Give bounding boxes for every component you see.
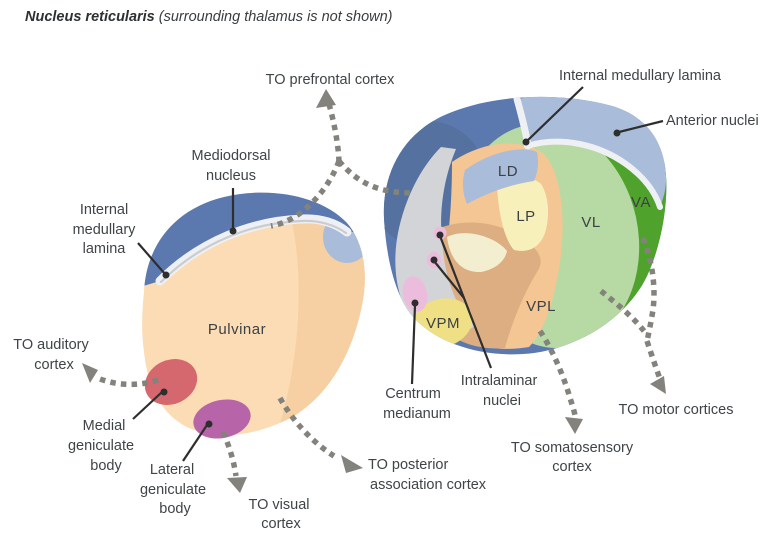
region-label-pulvinar: Pulvinar bbox=[208, 321, 266, 338]
region-lp bbox=[497, 177, 549, 251]
region-label-vpm: VPM bbox=[426, 315, 460, 332]
arrow-prefrontal-stem bbox=[326, 103, 342, 162]
label-to-visual-line1: TO visual bbox=[249, 497, 310, 513]
region-mediodorsal-left bbox=[142, 192, 360, 290]
arrowhead-posterior-icon bbox=[341, 455, 363, 473]
region-label-lp: LP bbox=[516, 208, 535, 225]
pointer-intralaminar-2 bbox=[433, 260, 465, 299]
pointer-centrum bbox=[410, 304, 417, 385]
label-to-visual-line2: cortex bbox=[261, 516, 301, 532]
arrow-somatosensory bbox=[537, 329, 579, 421]
region-ld bbox=[462, 149, 538, 204]
region-label-va: VA bbox=[631, 194, 651, 211]
arrowhead-motor-icon bbox=[650, 376, 666, 394]
pointer-dot-iml-right bbox=[522, 138, 530, 146]
right-thalamus bbox=[383, 96, 667, 355]
arrow-auditory bbox=[99, 376, 159, 388]
label-iml-left-line3: lamina bbox=[83, 241, 127, 257]
lamina-band-stripe-left bbox=[159, 219, 348, 284]
label-to-posterior-line2: association cortex bbox=[370, 477, 487, 493]
pointer-iml-right bbox=[526, 86, 584, 142]
label-mediodorsal-line2: nucleus bbox=[206, 168, 256, 184]
pointer-dot-centrum bbox=[411, 299, 419, 307]
title-name: Nucleus reticularis bbox=[25, 9, 155, 25]
pointer-dot-anterior bbox=[613, 129, 621, 137]
arrowhead-auditory-icon bbox=[82, 363, 98, 383]
title-note: (surrounding thalamus is not shown) bbox=[155, 9, 393, 25]
label-to-motor-cortices: TO motor cortices bbox=[619, 402, 734, 418]
pointer-mgb bbox=[132, 391, 163, 420]
pointer-iml-left bbox=[137, 242, 166, 275]
arrow-prefrontal-left-branch bbox=[270, 160, 342, 229]
label-anterior-nuclei: Anterior nuclei bbox=[666, 113, 759, 129]
label-intralaminar-line1: Intralaminar bbox=[461, 373, 538, 389]
label-mgb-line3: body bbox=[90, 458, 122, 474]
region-medial-geniculate-body bbox=[144, 359, 198, 405]
region-cream bbox=[447, 233, 507, 273]
label-centrum-line2: medianum bbox=[383, 406, 451, 422]
region-label-vpl: VPL bbox=[526, 298, 556, 315]
arrow-posterior-association bbox=[277, 396, 336, 459]
internal-medullary-lamina-band-left bbox=[155, 214, 352, 286]
arrow-prefrontal-right-branch bbox=[336, 159, 415, 196]
label-lgb-line2: geniculate bbox=[140, 482, 206, 498]
label-intralaminar-line2: nuclei bbox=[483, 393, 521, 409]
label-to-prefrontal-cortex: TO prefrontal cortex bbox=[266, 72, 395, 88]
arrowhead-somatosensory-icon bbox=[565, 417, 583, 434]
label-lgb-line3: body bbox=[159, 501, 191, 517]
label-lgb-line1: Lateral bbox=[150, 462, 194, 478]
pointer-dot-lgb bbox=[205, 420, 213, 428]
region-anterior-nuclei bbox=[519, 96, 667, 208]
pointer-dot-mediodorsal bbox=[229, 227, 237, 235]
projection-arrows bbox=[82, 89, 666, 493]
page-title: Nucleus reticularis (surrounding thalamu… bbox=[25, 9, 393, 25]
label-iml-left-line2: medullary bbox=[73, 222, 137, 238]
pointer-dot-intralaminar-2 bbox=[430, 256, 438, 264]
label-internal-medullary-lamina-right: Internal medullary lamina bbox=[559, 68, 722, 84]
pointer-intralaminar-1 bbox=[438, 235, 493, 369]
label-to-posterior-line1: TO posterior bbox=[368, 457, 448, 473]
arrow-motor-vl-branch bbox=[599, 288, 647, 333]
label-to-auditory-line2: cortex bbox=[34, 357, 74, 373]
label-to-somatosensory-line1: TO somatosensory bbox=[511, 440, 634, 456]
region-label-ld: LD bbox=[498, 163, 518, 180]
region-lateral-geniculate-body bbox=[193, 399, 251, 439]
pointer-dot-intralaminar-1 bbox=[436, 231, 444, 239]
arrowhead-prefrontal-icon bbox=[316, 89, 336, 108]
label-centrum-line1: Centrum bbox=[385, 386, 441, 402]
label-mgb-line2: geniculate bbox=[68, 438, 134, 454]
region-centrum-medianum bbox=[402, 276, 428, 312]
lamina-band-right bbox=[524, 138, 663, 210]
pointer-lgb bbox=[182, 424, 208, 462]
pointer-dot-mgb bbox=[160, 388, 168, 396]
label-to-somatosensory-line2: cortex bbox=[552, 459, 592, 475]
pointer-lines bbox=[132, 86, 664, 462]
pointer-dot-iml-left bbox=[162, 271, 170, 279]
label-mgb-line1: Medial bbox=[83, 418, 126, 434]
label-to-auditory-line1: TO auditory bbox=[13, 337, 89, 353]
label-iml-left-line1: Internal bbox=[80, 202, 128, 218]
arrow-visual bbox=[220, 430, 239, 477]
region-label-vl: VL bbox=[581, 214, 600, 231]
arrowhead-visual-icon bbox=[227, 477, 247, 493]
arrow-motor-merged bbox=[644, 340, 663, 380]
pointer-anterior bbox=[618, 119, 664, 134]
label-mediodorsal-line1: Mediodorsal bbox=[192, 148, 271, 164]
